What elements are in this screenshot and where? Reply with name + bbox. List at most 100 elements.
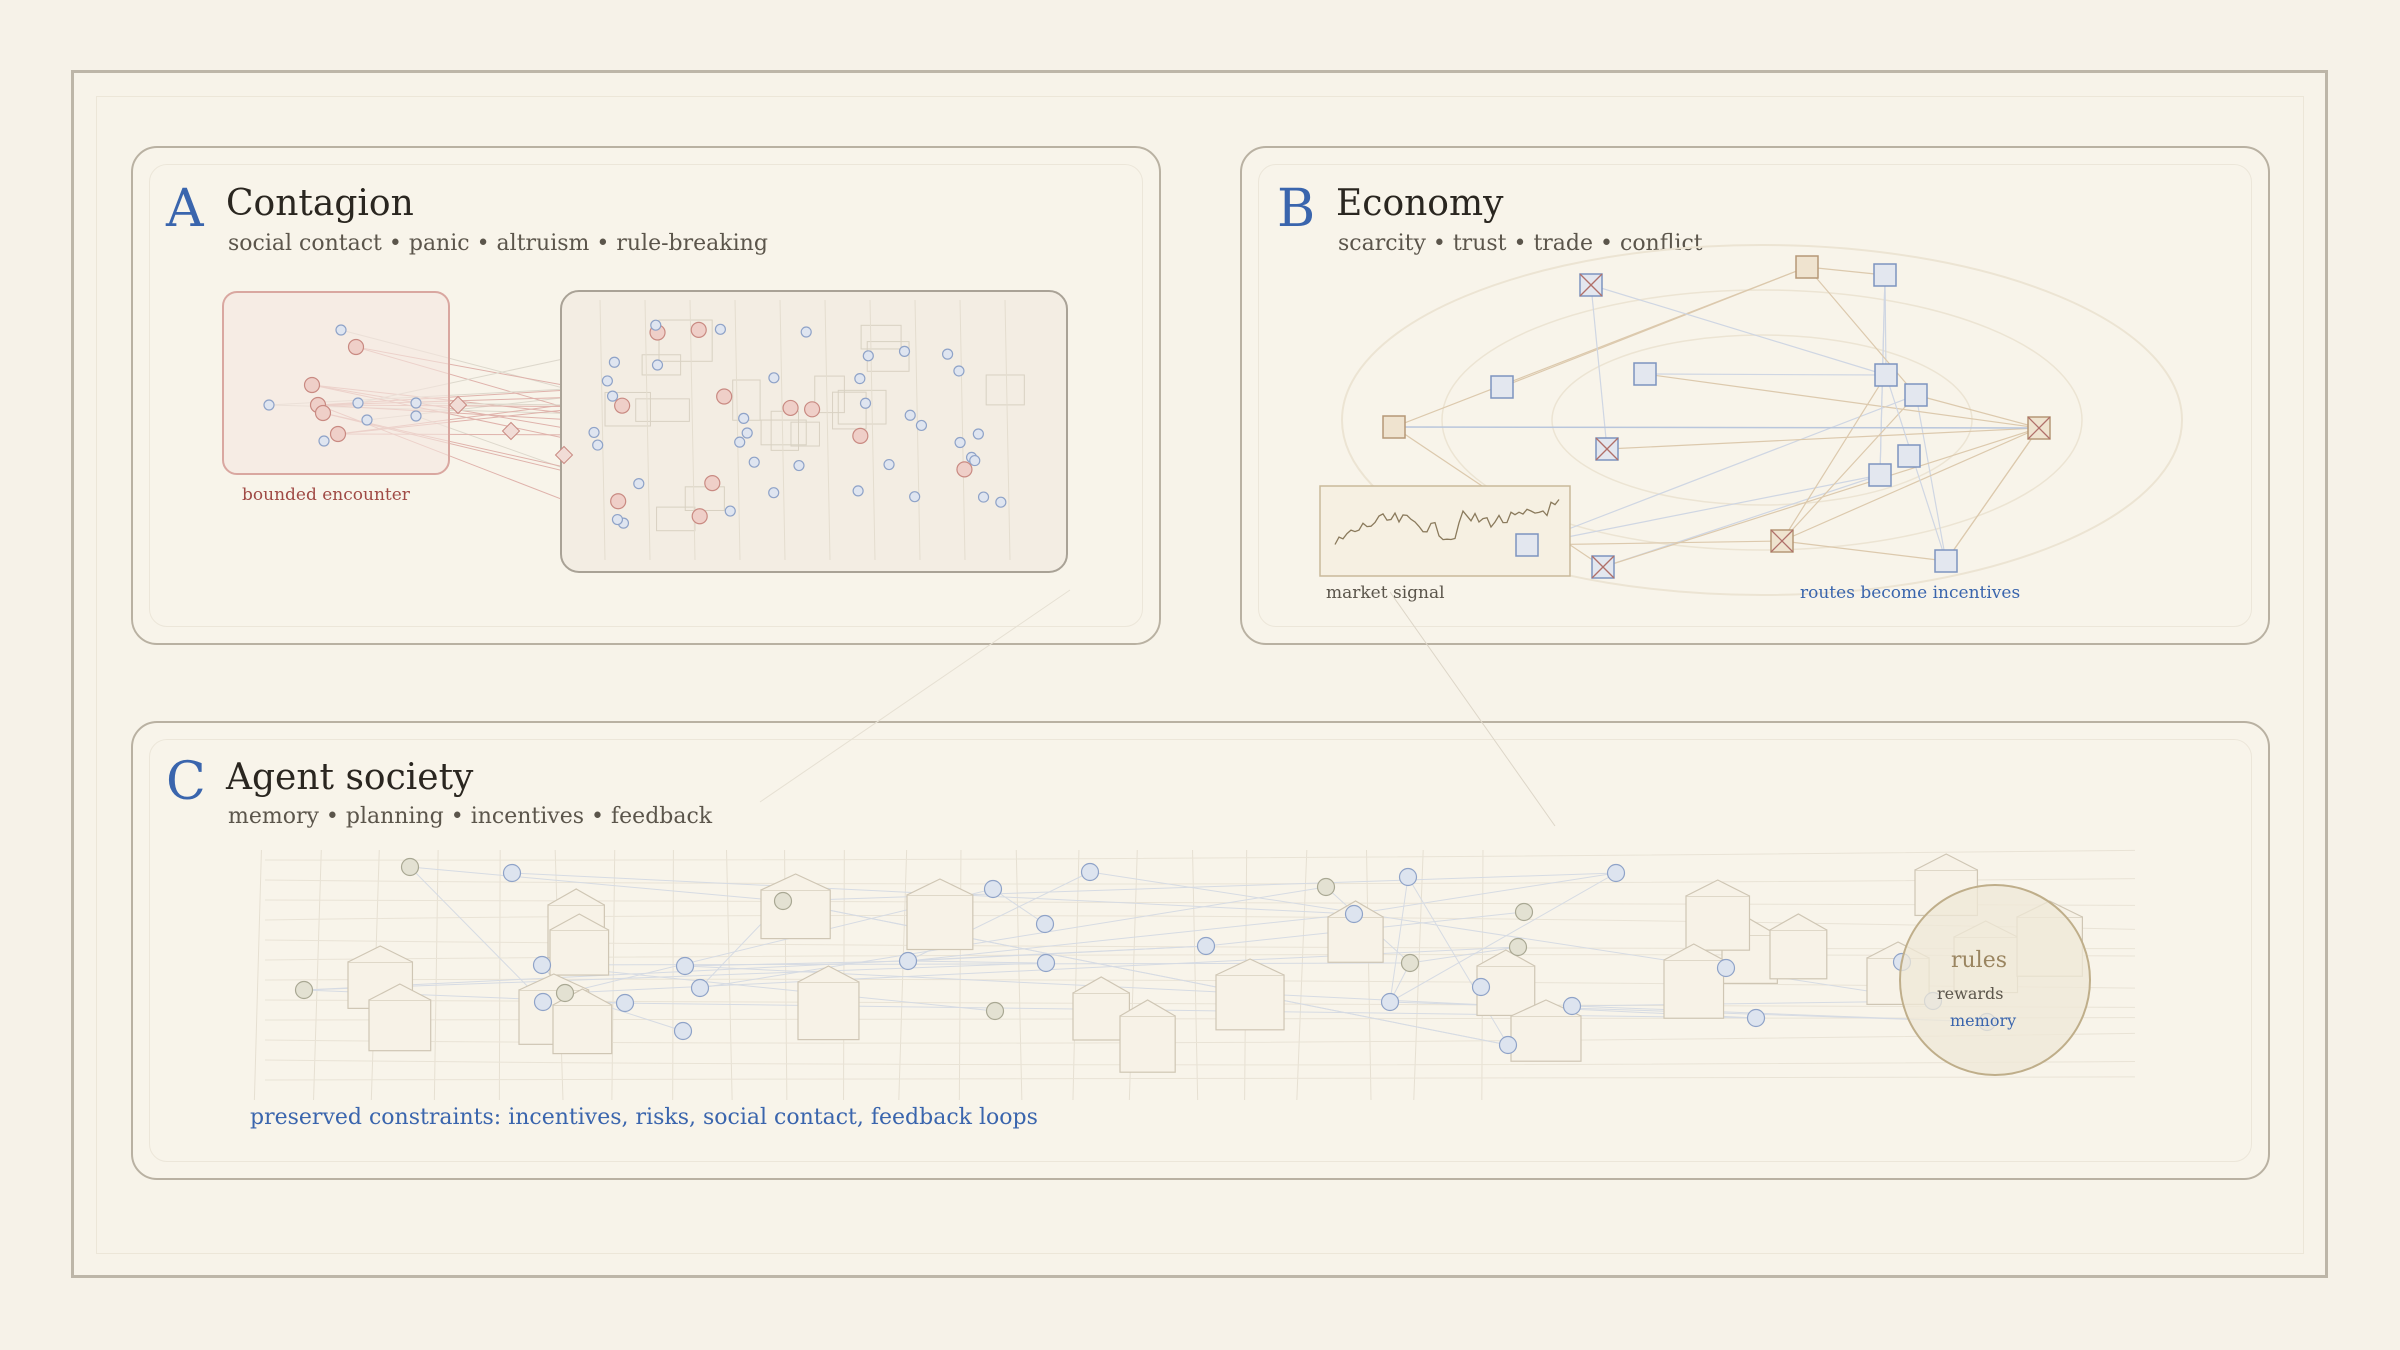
house — [1510, 999, 1582, 1062]
healthy-agent — [714, 323, 727, 335]
house — [1685, 879, 1751, 951]
panel-c-title: Agent society — [226, 757, 474, 798]
market-node — [1579, 273, 1603, 297]
healthy-agent — [972, 428, 984, 440]
society-agent — [985, 1001, 1005, 1021]
healthy-agent — [606, 390, 619, 402]
panel-b-subtitle: scarcity • trust • trade • conflict — [1338, 231, 1703, 256]
healthy-agent — [954, 436, 966, 449]
transit-marker — [554, 445, 574, 465]
house — [552, 988, 613, 1055]
society-agent — [1398, 867, 1418, 887]
inner-frame — [96, 96, 2304, 1254]
market-node — [1874, 363, 1898, 387]
routes-incentives-label: routes become incentives — [1800, 583, 2021, 603]
society-agent — [1746, 1008, 1766, 1028]
healthy-agent — [854, 372, 866, 385]
house — [1215, 958, 1285, 1031]
society-agent — [1508, 937, 1528, 957]
society-agent — [1471, 977, 1491, 997]
panel-b-letter: B — [1277, 179, 1316, 239]
market-node — [2027, 416, 2051, 440]
society-agent — [690, 978, 710, 998]
market-signal-box — [1319, 485, 1571, 577]
panel-a-title: Contagion — [226, 183, 414, 224]
house — [549, 913, 610, 976]
society-agent — [675, 956, 695, 976]
infected-agent — [704, 475, 721, 492]
society-agent — [533, 992, 553, 1012]
society-agent — [400, 857, 420, 877]
healthy-agent — [738, 412, 750, 424]
healthy-agent — [651, 359, 664, 371]
healthy-agent — [883, 458, 895, 471]
panel-c-footer: preserved constraints: incentives, risks… — [250, 1105, 1038, 1130]
market-node — [1897, 444, 1921, 468]
market-node — [1515, 533, 1539, 557]
society-agent — [294, 980, 314, 1000]
panel-b-title: Economy — [1336, 183, 1504, 224]
house — [797, 965, 860, 1041]
healthy-agent — [898, 345, 911, 357]
healthy-agent — [741, 427, 753, 439]
lens-rules-label: rules — [1951, 948, 2008, 973]
healthy-agent — [909, 491, 921, 503]
healthy-agent — [410, 410, 422, 422]
house — [368, 983, 432, 1052]
healthy-agent — [724, 505, 736, 517]
market-node — [1873, 263, 1897, 287]
panel-c-letter: C — [166, 752, 206, 812]
infected-agent — [610, 493, 627, 510]
society-agent — [1514, 902, 1534, 922]
market-node — [1595, 437, 1619, 461]
healthy-agent — [410, 397, 422, 409]
lens-rewards-label: rewards — [1937, 984, 2004, 1003]
society-agent — [1196, 936, 1216, 956]
market-node — [1868, 463, 1892, 487]
infected-agent — [782, 399, 799, 417]
panel-a-subtitle: social contact • panic • altruism • rule… — [228, 231, 768, 256]
society-agent — [1400, 953, 1420, 973]
healthy-agent — [852, 485, 864, 497]
healthy-agent — [768, 372, 780, 384]
society-agent — [1380, 992, 1400, 1012]
society-agent — [1562, 996, 1582, 1016]
society-agent — [1035, 914, 1055, 934]
healthy-agent — [361, 414, 373, 426]
healthy-agent — [748, 456, 760, 468]
market-node — [1795, 255, 1819, 279]
rules-lens — [1899, 884, 2091, 1076]
infected-agent — [347, 338, 365, 356]
healthy-agent — [601, 375, 613, 387]
house — [760, 873, 831, 940]
society-agent — [1316, 877, 1336, 897]
society-agent — [983, 879, 1003, 899]
market-node — [1382, 415, 1406, 439]
healthy-agent — [862, 350, 874, 362]
healthy-agent — [335, 324, 347, 336]
healthy-agent — [633, 478, 645, 490]
healthy-agent — [969, 454, 981, 467]
house — [1663, 943, 1725, 1019]
society-agent — [673, 1021, 693, 1041]
house — [906, 878, 974, 951]
healthy-agent — [588, 426, 600, 439]
transit-marker — [448, 395, 468, 415]
panel-c-subtitle: memory • planning • incentives • feedbac… — [228, 804, 713, 829]
market-node — [1934, 549, 1958, 573]
market-signal-label: market signal — [1326, 583, 1445, 603]
society-agent — [898, 951, 918, 971]
transit-marker — [501, 421, 521, 441]
society-agent — [532, 955, 552, 975]
society-agent — [773, 891, 793, 911]
infected-agent — [716, 388, 733, 405]
healthy-agent — [915, 419, 928, 432]
infected-agent — [614, 397, 631, 414]
healthy-agent — [859, 397, 872, 409]
society-agent — [555, 983, 575, 1003]
healthy-agent — [904, 409, 916, 421]
lens-memory-label: memory — [1950, 1011, 2017, 1030]
market-signal-line — [1334, 499, 1560, 545]
healthy-agent — [650, 319, 662, 331]
